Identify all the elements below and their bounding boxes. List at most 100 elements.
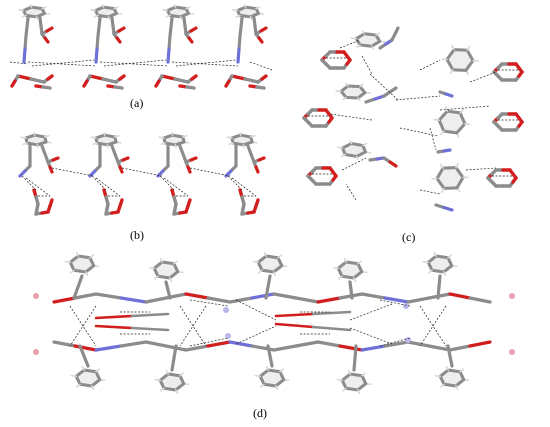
h-bond-stub — [95, 368, 101, 373]
hydrogen-bond — [31, 59, 95, 67]
ring-face — [341, 85, 365, 99]
h-bond-stub — [449, 69, 454, 75]
bond — [144, 296, 168, 304]
h-bond-stub — [160, 142, 167, 146]
atom — [509, 349, 515, 355]
bond — [117, 26, 126, 33]
h-bond-stub — [90, 136, 97, 139]
hydrogen-bond — [465, 167, 497, 171]
bond — [130, 312, 170, 318]
h-bond-stub — [153, 275, 159, 280]
molecule-a-4 — [224, 4, 268, 90]
bond — [96, 374, 102, 382]
bond — [272, 292, 298, 300]
h-bond-stub — [106, 144, 109, 148]
h-bond-stub — [434, 374, 442, 378]
bond — [349, 288, 354, 300]
h-bond-stub — [43, 134, 50, 138]
atom — [509, 293, 515, 299]
h-bond-stub — [161, 9, 169, 12]
h-bond-stub — [353, 277, 357, 283]
bond — [455, 126, 463, 135]
panel-a-label: (a) — [130, 96, 144, 110]
h-bond-stub — [440, 187, 445, 194]
h-bond-stub — [249, 16, 253, 20]
ring-face — [338, 262, 362, 278]
bond — [442, 205, 454, 212]
hydrogen-bond — [341, 157, 367, 171]
bond — [73, 344, 98, 352]
h-bond-stub — [174, 144, 177, 148]
hydrogen-bond — [163, 177, 189, 197]
bond — [360, 344, 387, 352]
bond — [278, 260, 284, 268]
atom — [33, 349, 39, 355]
h-bond-stub — [239, 132, 242, 136]
bond — [255, 9, 261, 15]
h-bond-stub — [158, 136, 165, 139]
h-bond-stub — [332, 266, 340, 270]
hydrogen-bond — [349, 327, 393, 345]
h-bond-stub — [427, 269, 433, 274]
hydrogen-bond — [419, 189, 441, 195]
bond — [101, 77, 118, 84]
atom — [403, 303, 409, 309]
h-bond-stub — [93, 14, 99, 18]
bond — [52, 296, 77, 304]
bond — [121, 156, 130, 162]
bond — [186, 198, 192, 208]
hydrogen-bond — [469, 71, 497, 83]
hydrogen-bond — [51, 167, 95, 177]
ring-face — [437, 167, 463, 189]
bond — [185, 85, 196, 90]
hydrogen-bond — [91, 175, 107, 191]
h-bond-stub — [179, 372, 185, 377]
bond — [118, 165, 124, 174]
bond — [427, 344, 452, 352]
h-bond-stub — [337, 275, 343, 280]
molecule-a-1 — [10, 4, 54, 90]
bond — [406, 340, 431, 348]
h-bond-stub — [347, 369, 351, 375]
ring-face — [439, 111, 465, 133]
bond — [113, 9, 119, 15]
hydrogen-bond — [419, 59, 441, 71]
h-bond-stub — [103, 132, 106, 136]
hydrogen-bond — [21, 175, 37, 191]
hydrogen-bond — [189, 337, 229, 347]
bond — [130, 326, 170, 332]
panel-b-label: (b) — [130, 228, 144, 242]
bond — [455, 181, 462, 190]
h-bond-stub — [35, 16, 39, 20]
h-bond-stub — [254, 374, 262, 378]
bond — [16, 74, 33, 81]
bond — [82, 354, 90, 368]
bond — [228, 296, 254, 304]
h-bond-stub — [17, 9, 25, 12]
bond — [352, 356, 357, 372]
bond — [41, 85, 52, 90]
bond — [174, 266, 180, 274]
bond — [94, 292, 123, 300]
molecule-a-3 — [154, 4, 198, 90]
h-bond-stub — [171, 132, 174, 136]
h-bond-stub — [375, 32, 381, 36]
h-bond-stub — [70, 374, 78, 378]
hydrogen-bond — [419, 305, 447, 347]
atom — [225, 333, 231, 339]
hydrogen-bond — [235, 325, 277, 345]
molecule-b-1 — [18, 132, 60, 216]
bond — [311, 325, 352, 332]
h-bond-stub — [355, 155, 359, 160]
hydrogen-bond — [99, 61, 169, 67]
bond — [184, 292, 210, 300]
bond — [237, 34, 242, 51]
h-bond-stub — [148, 266, 156, 270]
bond — [266, 274, 272, 289]
bond — [228, 340, 254, 348]
h-bond-stub — [341, 387, 347, 392]
bond — [206, 296, 232, 304]
bond — [311, 310, 352, 316]
ring-face — [428, 256, 452, 272]
hydrogen-bond — [121, 167, 163, 177]
